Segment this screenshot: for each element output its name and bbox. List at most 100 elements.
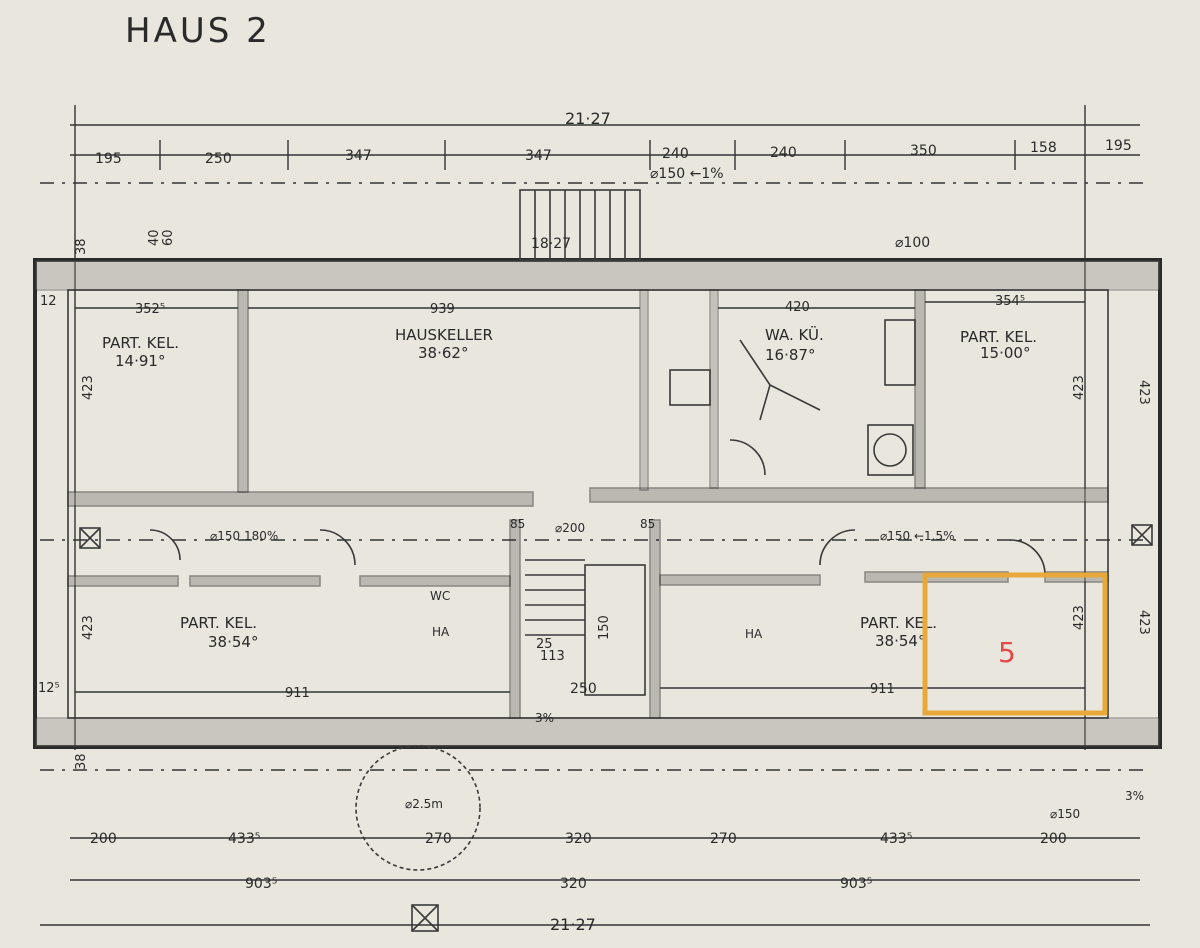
- label-wc: WC: [430, 589, 450, 603]
- highlight-box: [922, 572, 1108, 716]
- wall-top-hatch: [34, 259, 1161, 291]
- wall-mark-3: 12⁵: [38, 681, 60, 696]
- wall-bottom-hatch: [34, 717, 1161, 748]
- drain-icon: [739, 339, 821, 421]
- wall-v-3: [709, 289, 719, 489]
- wall-corridor-1: [189, 575, 321, 587]
- dim-top-5: 240: [662, 146, 689, 162]
- stair-label-150: 150: [597, 615, 612, 640]
- wall-mid-left: [67, 491, 534, 507]
- stair-label-250: 250: [570, 681, 597, 697]
- note-slope-top: ⌀150 ←1%: [650, 166, 724, 182]
- wall-corridor-2: [359, 575, 511, 587]
- dim-top-9: 195: [1105, 138, 1132, 154]
- room-name-5: PART. KEL.: [180, 614, 257, 632]
- wall-v-2: [639, 289, 649, 491]
- dim-room-5: 911: [285, 686, 310, 701]
- dim-total-bottom: 21·27: [550, 915, 596, 934]
- label-ha-right: HA: [745, 627, 763, 641]
- dim-top-4: 347: [525, 148, 552, 164]
- dim-bottom-2: 433⁵: [228, 831, 260, 847]
- dim-total-top: 21·27: [565, 109, 611, 128]
- dim-bottom-7: 200: [1040, 831, 1067, 847]
- washer-box-icon: [867, 424, 914, 476]
- note-pipe-100: ⌀100: [895, 235, 930, 251]
- stair-label-25: 25: [536, 637, 553, 652]
- wall-mark-4: 38: [74, 753, 89, 770]
- dim-top-2: 250: [205, 151, 232, 167]
- room-area-5: 38·54°: [208, 633, 258, 651]
- wall-stair-left: [509, 519, 521, 719]
- dim-side-4: 423: [1072, 605, 1087, 630]
- room-name-3: WA. KÜ.: [765, 325, 824, 344]
- stair-label-113: 113: [540, 649, 565, 664]
- bathtub-icon: [884, 319, 916, 386]
- label-ha-left: HA: [432, 625, 450, 639]
- note-well-diameter: ⌀2.5m: [405, 797, 443, 811]
- window-cross-icon: [79, 524, 1153, 932]
- stair-core: [584, 564, 646, 696]
- stair-label-top: 18·27: [531, 236, 571, 252]
- note-pipe-150-left: ⌀150 180%: [210, 529, 278, 543]
- boiler-icon: [669, 369, 711, 406]
- wall-mark-2: 12: [40, 294, 57, 309]
- room-name-2: HAUSKELLER: [395, 326, 493, 344]
- dim-room-6: 911: [870, 682, 895, 697]
- room-area-6: 38·54°: [875, 632, 925, 650]
- dim-bottom-sub-2: 320: [560, 876, 587, 892]
- note-pipe-200: ⌀200: [555, 521, 585, 535]
- wall-v-1: [237, 289, 249, 493]
- dim-side-1: 423: [81, 375, 96, 400]
- dim-top-3: 347: [345, 148, 372, 164]
- dim-side-2: 423: [81, 615, 96, 640]
- stair-mid: 113 150 25 250: [525, 559, 612, 697]
- dim-bottom-4: 320: [565, 831, 592, 847]
- wall-mark-1: 38: [74, 238, 89, 255]
- plan-title: HAUS 2: [125, 11, 271, 51]
- dim-bottom-6: 433⁵: [880, 831, 912, 847]
- wall-mid-right: [589, 487, 1109, 503]
- room-area-4: 15·00°: [980, 344, 1030, 362]
- wall-v-4: [914, 289, 926, 489]
- stair-top: 18·27: [519, 189, 641, 261]
- dim-room-1: 352⁵: [135, 302, 165, 317]
- door-swings: [149, 439, 1046, 576]
- dim-room-3: 420: [785, 300, 810, 315]
- room-area-2: 38·62°: [418, 344, 468, 362]
- wall-stair-right: [649, 519, 661, 719]
- wall-mark-6: 60: [161, 229, 176, 246]
- note-pipe-150-right: ⌀150 ←1.5%: [880, 529, 954, 543]
- room-name-4: PART. KEL.: [960, 328, 1037, 346]
- dim-room-2: 939: [430, 302, 455, 317]
- dim-room-4: 354⁵: [995, 294, 1025, 309]
- note-slope-stair: 3%: [535, 711, 554, 725]
- dim-ticks-top: [74, 105, 1086, 750]
- room-name-1: PART. KEL.: [102, 334, 179, 352]
- wall-corridor-3: [659, 574, 821, 586]
- well-circle: [355, 745, 481, 871]
- dim-top-1: 195: [95, 151, 122, 167]
- dim-side-6: 423: [1136, 610, 1151, 635]
- dim-top-7: 350: [910, 143, 937, 159]
- wall-mark-5: 40: [147, 229, 162, 246]
- room-area-1: 14·91°: [115, 352, 165, 370]
- wall-corridor-left: [67, 575, 179, 587]
- dim-side-3: 423: [1072, 375, 1087, 400]
- washer-icon: [873, 433, 907, 467]
- dim-bottom-5: 270: [710, 831, 737, 847]
- dim-top-8: 158: [1030, 140, 1057, 156]
- label-85-right: 85: [640, 517, 655, 531]
- dim-bottom-sub-3: 903⁵: [840, 876, 872, 892]
- note-slope-bottom: 3%: [1125, 789, 1144, 803]
- dim-bottom-1: 200: [90, 831, 117, 847]
- dim-bottom-3: 270: [425, 831, 452, 847]
- highlight-label: 5: [998, 636, 1016, 669]
- label-85-left: 85: [510, 517, 525, 531]
- dim-top-6: 240: [770, 145, 797, 161]
- dim-side-5: 423: [1136, 380, 1151, 405]
- note-pipe-150-bottom: ⌀150: [1050, 807, 1080, 821]
- room-name-6: PART. KEL.: [860, 614, 937, 632]
- dim-bottom-sub-1: 903⁵: [245, 876, 277, 892]
